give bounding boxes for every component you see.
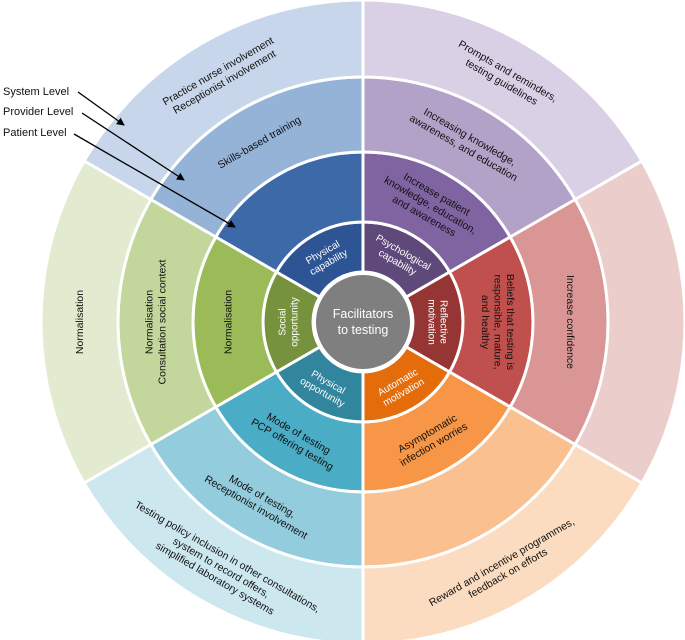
social-opportunity-inner-label-line: Social — [278, 308, 289, 335]
system-level-label: System Level — [3, 86, 69, 98]
physical-capability-inner-label: Physicalcapability — [302, 238, 349, 278]
center-circle — [316, 275, 410, 369]
social-opportunity-inner-label: Socialopportunity — [278, 297, 301, 346]
center-label-line: Facilitators — [333, 307, 393, 321]
center-label: Facilitators to testing — [333, 307, 393, 337]
social-opportunity-provider-label-line: Consultation social context — [156, 259, 168, 384]
patient-level-label: Patient Level — [3, 127, 67, 139]
social-opportunity-inner-label-line: opportunity — [289, 297, 300, 346]
reflective-motivation-patient-label-line: and healthy — [479, 295, 491, 350]
provider-level-arrow — [81, 112, 185, 181]
reflective-motivation-patient-label-line: Beliefs that testing is — [504, 274, 516, 370]
reflective-motivation-inner-label-line: motivation — [426, 299, 437, 345]
center-hub: Facilitators to testing — [316, 275, 410, 369]
reflective-motivation-inner-label: Reflectivemotivation — [426, 299, 449, 345]
social-opportunity-provider-label: NormalisationConsultation social context — [144, 259, 169, 384]
social-opportunity-provider-label-line: Normalisation — [144, 290, 156, 354]
wheel-sectors — [39, 0, 685, 640]
patient-level-arrow — [73, 133, 236, 228]
social-opportunity-patient-label-line: Normalisation — [223, 290, 235, 354]
social-opportunity-patient-label: Normalisation — [223, 290, 235, 354]
social-opportunity-system-segment — [39, 158, 153, 486]
provider-level-label: Provider Level — [3, 106, 73, 118]
reflective-motivation-provider-label-line: Increase confidence — [564, 275, 576, 369]
reflective-motivation-patient-label: Beliefs that testing isresponsible, matu… — [479, 274, 516, 370]
reflective-motivation-inner-label-line: Reflective — [437, 300, 448, 344]
reflective-motivation-patient-label-line: responsible, mature, — [492, 274, 504, 369]
system-level-arrow — [77, 91, 125, 126]
reflective-motivation-provider-label: Increase confidence — [564, 275, 576, 369]
social-opportunity-system-label-line: Normalisation — [74, 290, 86, 354]
automatic-motivation-system-segment — [361, 442, 644, 640]
center-label-line: to testing — [338, 323, 389, 337]
social-opportunity-system-label: Normalisation — [74, 290, 86, 354]
